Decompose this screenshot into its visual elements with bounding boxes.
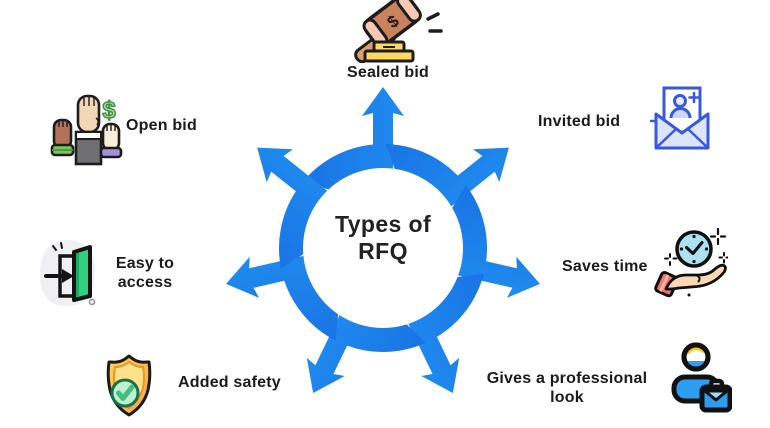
label-open-bid: Open bid bbox=[126, 117, 197, 134]
wheel-arrow-invited-bid bbox=[379, 85, 522, 228]
label-added-safety: Added safety bbox=[178, 374, 281, 391]
clock-in-hand-icon bbox=[654, 227, 728, 298]
shield-check-icon bbox=[106, 354, 152, 417]
label-sealed-bid: Sealed bid bbox=[346, 64, 430, 81]
wheel-arrow-sealed-bid bbox=[303, 87, 404, 190]
gavel-icon: $ bbox=[354, 0, 443, 64]
label-invited-bid: Invited bid bbox=[538, 113, 621, 130]
label-professional-look: Gives a professional look bbox=[486, 370, 648, 406]
door-arrow-icon bbox=[39, 240, 96, 306]
envelope-invite-icon bbox=[650, 86, 710, 150]
label-saves-time: Saves time bbox=[562, 258, 648, 275]
raised-hands-dollar-icon: $ bbox=[50, 94, 123, 166]
svg-text:$: $ bbox=[102, 97, 116, 124]
diagram-title: Types of RFQ bbox=[334, 211, 432, 264]
label-easy-access: Easy to access bbox=[115, 255, 175, 291]
businessman-briefcase-icon bbox=[671, 342, 732, 413]
